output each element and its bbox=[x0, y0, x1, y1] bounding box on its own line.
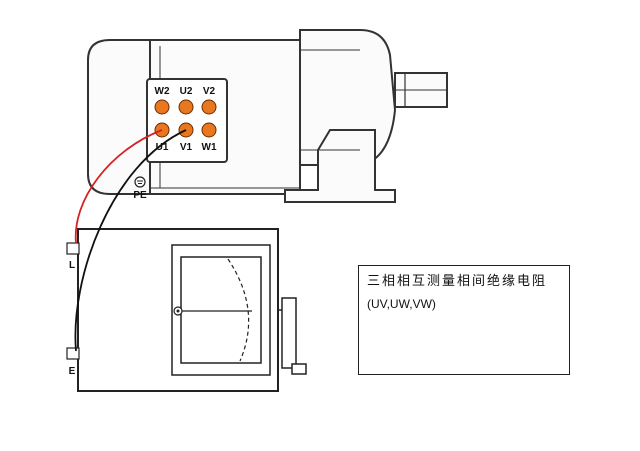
wire-line-red bbox=[74, 129, 163, 244]
megohmmeter: L E bbox=[66, 228, 307, 392]
ground-icon bbox=[134, 176, 146, 188]
motor bbox=[87, 29, 448, 203]
terminal-label-u1: U1 bbox=[156, 142, 169, 153]
terminals bbox=[154, 99, 217, 138]
note-subtitle: (UV,UW,VW) bbox=[367, 297, 436, 311]
ground-label: PE bbox=[133, 190, 147, 201]
meter-case bbox=[77, 228, 279, 392]
meter-window bbox=[171, 244, 271, 376]
note-title: 三相相互测量相间绝缘电阻 bbox=[367, 274, 548, 289]
terminal-label-v2: V2 bbox=[203, 86, 216, 97]
ground-terminal: PE bbox=[133, 176, 147, 201]
terminal-v2[interactable] bbox=[201, 99, 217, 115]
wire-earth-black bbox=[74, 129, 187, 352]
terminal-label-w2: W2 bbox=[155, 86, 170, 97]
motor-rear-cap bbox=[87, 39, 151, 195]
terminal-label-v1: V1 bbox=[180, 142, 193, 153]
meter-terminal-l[interactable] bbox=[66, 242, 80, 255]
terminal-w1[interactable] bbox=[201, 122, 217, 138]
motor-foot bbox=[284, 129, 396, 203]
terminal-u2[interactable] bbox=[178, 99, 194, 115]
terminal-label-u2: U2 bbox=[180, 86, 193, 97]
meter-crank-arm[interactable] bbox=[281, 297, 297, 369]
terminal-w2[interactable] bbox=[154, 99, 170, 115]
terminal-label-w1: W1 bbox=[202, 142, 217, 153]
note-box: 三相相互测量相间绝缘电阻 (UV,UW,VW) bbox=[358, 265, 570, 375]
meter-label-e: E bbox=[69, 366, 76, 377]
meter-terminal-e[interactable] bbox=[66, 347, 80, 360]
meter-crank-knob[interactable] bbox=[291, 363, 307, 375]
meter-label-l: L bbox=[69, 260, 75, 271]
